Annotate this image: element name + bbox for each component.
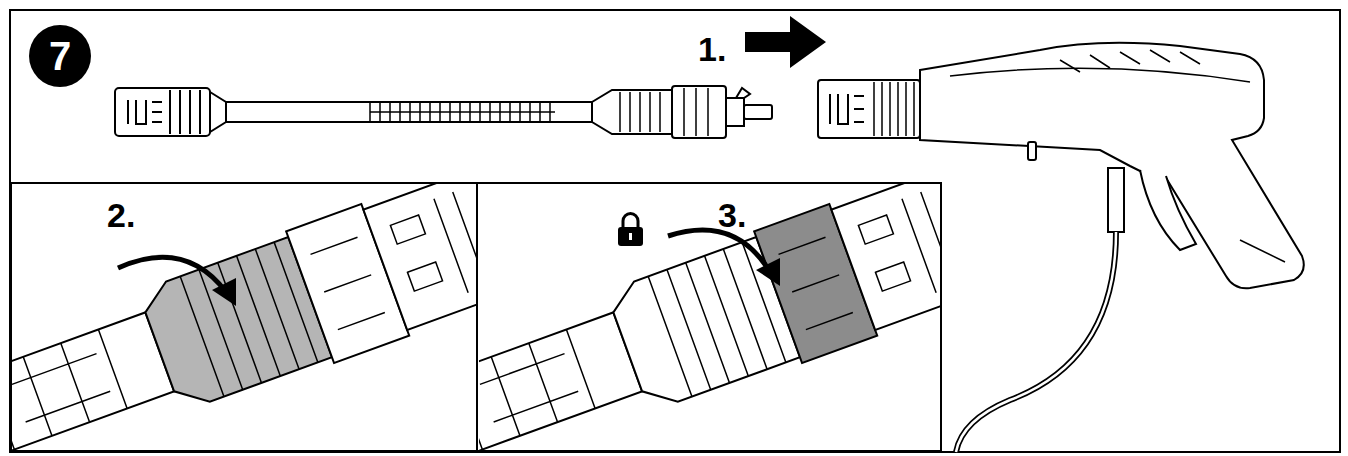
spray-lance-part [620,92,660,132]
coupling-closeup-part-part [479,329,595,449]
detail-panel: 2. [10,182,478,452]
spray-lance-part [744,105,772,119]
coupling-closeup-part-part [11,329,127,449]
coupling-closeup-part-part [606,237,800,412]
coupling-closeup-part-part [831,183,941,330]
lock-icon-part [618,227,643,246]
coupling-closeup-part-part [479,312,642,451]
step-label: 2. [107,196,135,235]
spray-gun-part [1028,142,1036,160]
spray-gun-part [1140,170,1196,250]
circle-fill [29,25,91,87]
spray-gun-part [818,80,920,138]
coupling-closeup-part [118,257,226,292]
spray-lance-part [684,88,708,136]
spray-lance-part [736,88,750,98]
spray-gun-part [1240,240,1285,262]
coupling-closeup-part-part [779,237,853,329]
outer-frame [10,10,1340,452]
spray-gun-part [950,68,1250,82]
spray-lance-part [370,102,555,122]
coupling-closeup [11,183,477,451]
coupling-closeup-part [479,183,941,451]
lock-icon [618,214,643,246]
coupling-closeup-part-part [11,312,174,451]
spray-gun-part [920,43,1304,288]
spray-lance [115,86,772,138]
coupling-closeup-part [11,183,477,451]
coupling-closeup-part [212,278,236,306]
step-label: 3. [718,196,746,235]
spray-lance-part [226,102,592,122]
coupling-closeup-part-part [311,237,385,329]
spray-lance-part [128,100,162,124]
spray-gun-part [874,82,914,136]
coupling-closeup-part-part [855,183,941,310]
coupling-closeup-part [668,230,770,272]
spray-lance-part [592,90,672,134]
spray-lance-part [170,90,200,134]
spray-gun-part [1108,168,1124,232]
spray-lance-part [726,98,744,126]
step-number-text: 7 [28,24,92,88]
coupling-closeup-part-part [363,183,477,330]
spray-lance-part [115,88,210,136]
step-number: 7 [28,24,92,88]
callout-number: 1. [698,30,726,69]
spray-gun [818,43,1304,452]
detail-panel: 3. [476,182,942,452]
spray-gun-part [956,232,1116,452]
coupling-closeup-part-part [387,183,477,310]
direction-arrow [745,16,826,68]
coupling-closeup-part [756,258,780,286]
spray-gun-part [956,232,1116,452]
coupling-closeup [479,183,941,451]
spray-gun-part [830,94,864,124]
spray-lance-part [672,86,726,138]
lock-icon-part [623,214,638,228]
lock-icon-part [629,233,632,240]
spray-lance-part [210,92,226,132]
